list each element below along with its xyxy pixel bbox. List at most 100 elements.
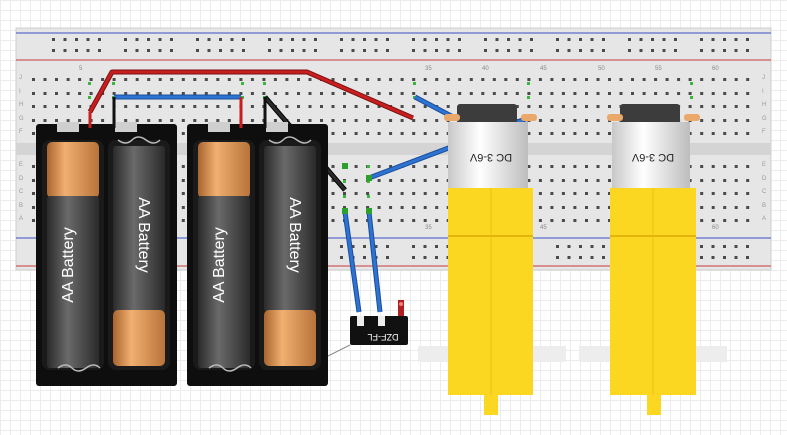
rail-hole <box>75 49 78 52</box>
breadboard-hole <box>66 119 70 122</box>
breadboard-hole <box>389 132 393 135</box>
rail-hole <box>135 49 139 52</box>
breadboard-hole <box>204 78 208 81</box>
breadboard-hole <box>538 119 542 122</box>
rail-hole <box>351 49 355 52</box>
rail-hole <box>446 38 450 41</box>
rail-hole <box>567 49 571 52</box>
rail-hole <box>302 49 306 52</box>
rail-hole <box>734 245 738 248</box>
rail-hole <box>170 38 173 41</box>
breadboard-hole <box>423 92 427 95</box>
row-letter: J <box>762 75 765 81</box>
breadboard-hole <box>412 105 416 108</box>
breadboard-hole <box>423 105 427 108</box>
breadboard-hole <box>181 105 185 108</box>
motor-label: DC 3-6V <box>631 151 674 163</box>
battery-cell <box>264 146 316 312</box>
breadboard-hole <box>354 78 358 81</box>
rail-hole <box>602 245 605 248</box>
rail-hole <box>147 49 150 52</box>
breadboard-hole <box>423 179 427 182</box>
breadboard-hole <box>481 78 485 81</box>
switch-wires <box>342 163 383 313</box>
rail-hole <box>746 38 749 41</box>
row-letter: E <box>762 162 766 168</box>
breadboard-hole <box>435 119 439 122</box>
breadboard-hole <box>377 192 381 195</box>
motor-can <box>612 122 690 188</box>
rail-hole <box>86 38 90 41</box>
rail-hole <box>700 256 703 259</box>
breadboard-hole <box>538 219 542 222</box>
breadboard-hole <box>423 165 427 168</box>
breadboard-hole <box>734 179 738 182</box>
breadboard-hole <box>654 78 658 81</box>
breadboard-hole <box>734 78 738 81</box>
breadboard-hole <box>250 105 254 108</box>
breadboard-hole <box>561 219 565 222</box>
switch-contact <box>378 316 385 326</box>
row-letters-left: J I H G F E D C B A <box>19 75 24 222</box>
breadboard-hole <box>711 119 715 122</box>
breadboard-hole <box>227 92 231 95</box>
breadboard-hole <box>78 78 82 81</box>
motor-terminal <box>444 114 460 121</box>
breadboard-hole <box>343 132 346 135</box>
rail-hole <box>556 256 559 259</box>
rail-hole <box>158 49 162 52</box>
row-letter: B <box>19 203 23 209</box>
breadboard-hole <box>550 78 554 81</box>
breadboard-hole <box>181 78 185 81</box>
breadboard-hole <box>596 192 600 195</box>
rail-hole <box>662 49 666 52</box>
rail-hole <box>458 49 461 52</box>
breadboard-hole <box>596 219 600 222</box>
breadboard-hole <box>573 165 577 168</box>
breadboard-hole <box>608 179 611 182</box>
breadboard-hole <box>400 179 404 182</box>
breadboard-hole <box>688 165 692 168</box>
breadboard-hole <box>711 132 715 135</box>
breadboard-hole <box>700 105 704 108</box>
breadboard-hole <box>538 92 542 95</box>
breadboard-hole <box>608 206 611 209</box>
rail-hole <box>314 49 317 52</box>
battery-terminal <box>115 122 137 132</box>
column-number: 60 <box>712 225 719 231</box>
breadboard-hole <box>711 165 715 168</box>
breadboard-hole <box>377 92 381 95</box>
breadboard-hole <box>124 119 128 122</box>
breadboard-hole <box>642 78 646 81</box>
row-letter: G <box>19 116 24 122</box>
rail-hole <box>340 245 343 248</box>
rail-hole <box>374 49 378 52</box>
rail-hole <box>711 49 715 52</box>
breadboard-hole <box>181 119 185 122</box>
breadboard-hole <box>170 78 174 81</box>
battery-cell-copper-cap <box>264 310 316 366</box>
breadboard-hole <box>608 165 611 168</box>
breadboard-hole <box>527 105 531 108</box>
breadboard-hole <box>400 105 404 108</box>
breadboard-hole <box>734 192 738 195</box>
breadboard-hole <box>32 219 35 222</box>
row-letter: A <box>19 216 23 222</box>
row-letter: G <box>762 116 767 122</box>
rail-hole <box>567 256 571 259</box>
breadboard-hole <box>320 105 323 108</box>
rail-hole <box>219 49 222 52</box>
battery-cell <box>198 196 250 368</box>
breadboard-hole <box>688 132 692 135</box>
breadboard-hole <box>538 78 542 81</box>
breadboard-hole <box>297 105 300 108</box>
breadboard-hole <box>366 92 370 95</box>
rail-hole <box>351 38 355 41</box>
breadboard-hole <box>308 105 312 108</box>
breadboard-hole <box>561 192 565 195</box>
breadboard-hole <box>239 92 243 95</box>
breadboard-hole <box>446 92 450 95</box>
breadboard-hole <box>158 119 162 122</box>
breadboard-hole <box>354 165 358 168</box>
